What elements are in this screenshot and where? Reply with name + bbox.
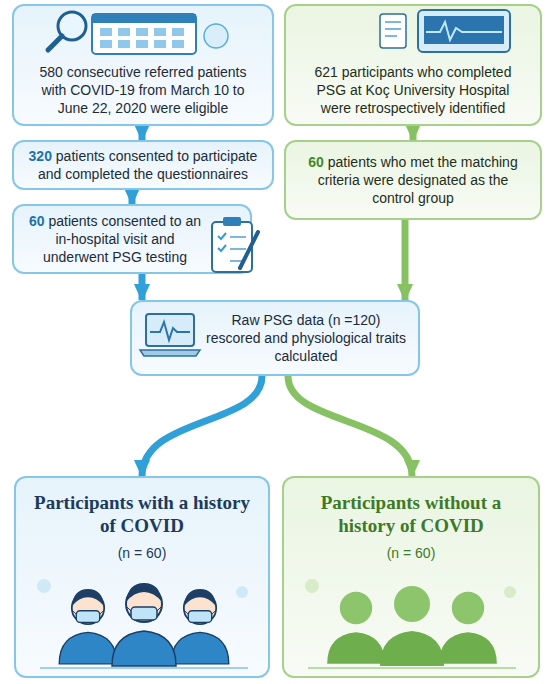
- process-box: 320 patients consented to participate an…: [12, 140, 274, 190]
- flow-arrow: [139, 126, 146, 140]
- box-text: 60 patients consented to an in-hospital …: [26, 212, 204, 267]
- group-box: Participants without a history of COVID (…: [282, 476, 540, 678]
- flow-arrow: [139, 274, 146, 300]
- group-count: (n = 60): [387, 544, 436, 562]
- group-title: Participants with a history of COVID: [26, 492, 258, 538]
- flow-arrow: [402, 220, 409, 300]
- box-text: 580 consecutive referred patients with C…: [28, 63, 258, 118]
- flow-arrow: [410, 126, 417, 140]
- box-text: 320 patients consented to participate an…: [26, 147, 260, 183]
- process-box: 60 patients consented to an in-hospital …: [12, 204, 252, 274]
- group-box: Participants with a history of COVID (n =…: [14, 476, 270, 678]
- box-text: 621 participants who completed PSG at Ko…: [300, 63, 526, 118]
- flow-arrow: [142, 376, 262, 476]
- group-title: Participants without a history of COVID: [294, 492, 528, 538]
- source-box: 621 participants who completed PSG at Ko…: [284, 4, 542, 126]
- box-text: 60 patients who met the matching criteri…: [300, 153, 526, 208]
- source-box: 580 consecutive referred patients with C…: [12, 4, 274, 126]
- merge-box: Raw PSG data (n =120) rescored and physi…: [130, 300, 420, 376]
- flow-arrow: [288, 376, 412, 476]
- flow-arrow: [129, 190, 136, 204]
- box-text: Raw PSG data (n =120) rescored and physi…: [206, 311, 406, 366]
- group-count: (n = 60): [118, 544, 167, 562]
- process-box: 60 patients who met the matching criteri…: [284, 140, 542, 220]
